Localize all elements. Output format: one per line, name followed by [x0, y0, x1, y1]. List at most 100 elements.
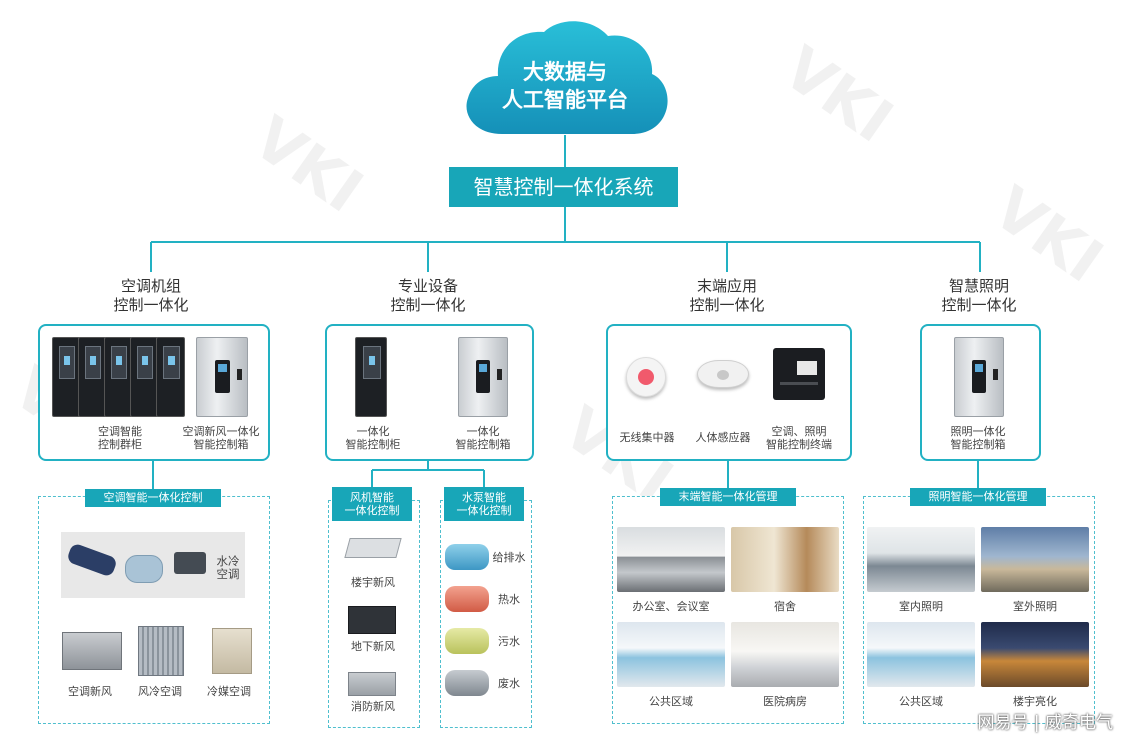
item-label: 给排水	[492, 551, 526, 564]
cabinet-icon	[130, 337, 158, 417]
pump-icon	[445, 586, 489, 612]
item-label: 冷媒空调	[207, 685, 251, 698]
duct-fan-icon	[348, 606, 396, 634]
device-label: 空调智能 控制群柜	[80, 425, 160, 451]
wireless-concentrator-icon	[626, 357, 666, 397]
item-label: 热水	[498, 593, 520, 606]
water-cooled-label: 水冷 空调	[210, 555, 246, 581]
item-label: 办公室、会议室	[632, 600, 710, 613]
device-label-line: 照明一体化	[950, 425, 1006, 438]
item-label: 空调新风	[68, 685, 112, 698]
pump-icon	[445, 544, 489, 570]
category-lighting-line2: 控制一体化	[941, 296, 1017, 314]
device-label-line: 智能控制箱	[455, 438, 511, 451]
subpanel-fan-tag: 风机智能 一体化控制	[332, 487, 412, 521]
item-label: 楼宇亮化	[1013, 695, 1057, 708]
ceiling-fan-unit-icon	[344, 538, 402, 558]
pump-icon	[445, 670, 489, 696]
item-label: 消防新风	[351, 700, 395, 713]
chiller-icon	[174, 552, 206, 574]
cabinet-icon	[52, 337, 80, 417]
outdoor-lighting-photo	[981, 527, 1089, 592]
device-label-line: 一体化	[466, 425, 500, 438]
cabinet-icon	[156, 337, 185, 417]
chiller-icon	[125, 555, 163, 583]
cabinet-icon	[104, 337, 132, 417]
fire-fan-icon	[348, 672, 396, 696]
cloud-title-line2: 人工智能平台	[502, 88, 628, 112]
cloud-icon	[466, 21, 668, 134]
air-cooled-unit-icon	[138, 626, 184, 676]
cabinet-icon	[78, 337, 106, 417]
item-label: 室外照明	[1013, 600, 1057, 613]
tag-line: 一体化控制	[456, 504, 512, 517]
office-photo	[617, 527, 725, 592]
category-special-line1: 专业设备	[397, 277, 458, 295]
device-label: 一体化 智能控制柜	[333, 425, 413, 451]
item-label: 室内照明	[899, 600, 943, 613]
category-ac: 空调机组 控制一体化	[71, 277, 231, 315]
category-terminal: 末端应用 控制一体化	[647, 277, 807, 315]
source-watermark: 网易号 | 威奇电气	[977, 713, 1113, 733]
category-ac-line2: 控制一体化	[113, 296, 189, 314]
subpanel-lighting-tag: 照明智能一体化管理	[910, 488, 1046, 506]
cloud-title-line1: 大数据与	[523, 60, 607, 84]
subpanel-ac-tag: 空调智能一体化控制	[85, 489, 221, 507]
control-box-icon	[458, 337, 508, 417]
device-label-line: 智能控制箱	[950, 438, 1006, 451]
refrigerant-unit-icon	[212, 628, 252, 674]
category-lighting-line1: 智慧照明	[948, 277, 1009, 295]
indoor-lighting-photo	[867, 527, 975, 592]
subpanel-pump-tag: 水泵智能 一体化控制	[444, 487, 524, 521]
public-area-lighting-photo	[867, 622, 975, 687]
system-title-box: 智慧控制一体化系统	[449, 167, 678, 207]
device-label-line: 空调、照明	[771, 425, 827, 438]
device-label: 一体化 智能控制箱	[443, 425, 523, 451]
motion-sensor-icon	[697, 360, 749, 388]
category-ac-line1: 空调机组	[120, 277, 181, 295]
device-label-line: 智能控制终端	[766, 438, 832, 451]
item-label: 地下新风	[351, 640, 395, 653]
subpanel-terminal-tag: 末端智能一体化管理	[660, 488, 796, 506]
control-box-icon	[196, 337, 248, 417]
category-terminal-line1: 末端应用	[696, 277, 757, 295]
cloud-title: 大数据与 人工智能平台	[470, 58, 660, 114]
device-label: 无线集中器	[619, 431, 675, 444]
device-label: 空调、照明 智能控制终端	[758, 425, 840, 451]
category-special-line2: 控制一体化	[390, 296, 466, 314]
dormitory-photo	[731, 527, 839, 592]
building-lighting-photo	[981, 622, 1089, 687]
tag-line: 风机智能	[350, 491, 394, 504]
item-label: 污水	[498, 635, 520, 648]
device-label-line: 空调智能	[98, 425, 142, 438]
device-label: 照明一体化 智能控制箱	[938, 425, 1018, 451]
label-line: 空调	[216, 567, 240, 581]
device-label-line: 智能控制箱	[193, 438, 249, 451]
cabinet-icon	[355, 337, 387, 417]
tag-line: 水泵智能	[462, 491, 506, 504]
item-label: 医院病房	[763, 695, 807, 708]
device-label-line: 空调新风一体化	[182, 425, 260, 438]
device-label: 人体感应器	[695, 431, 751, 444]
device-label: 空调新风一体化 智能控制箱	[176, 425, 266, 451]
item-label: 宿舍	[774, 600, 796, 613]
device-label-line: 控制群柜	[98, 438, 142, 451]
item-label: 楼宇新风	[351, 576, 395, 589]
device-label-line: 一体化	[356, 425, 390, 438]
category-special: 专业设备 控制一体化	[348, 277, 508, 315]
pump-icon	[445, 628, 489, 654]
category-lighting: 智慧照明 控制一体化	[899, 277, 1059, 315]
public-area-photo	[617, 622, 725, 687]
hospital-ward-photo	[731, 622, 839, 687]
label-line: 水冷	[216, 554, 240, 568]
item-label: 公共区域	[899, 695, 943, 708]
control-terminal-icon	[773, 348, 825, 400]
item-label: 废水	[498, 677, 520, 690]
item-label: 风冷空调	[138, 685, 182, 698]
tag-line: 一体化控制	[344, 504, 400, 517]
control-box-icon	[954, 337, 1004, 417]
item-label: 公共区域	[649, 695, 693, 708]
device-label-line: 智能控制柜	[345, 438, 401, 451]
fresh-air-unit-icon	[62, 632, 122, 670]
